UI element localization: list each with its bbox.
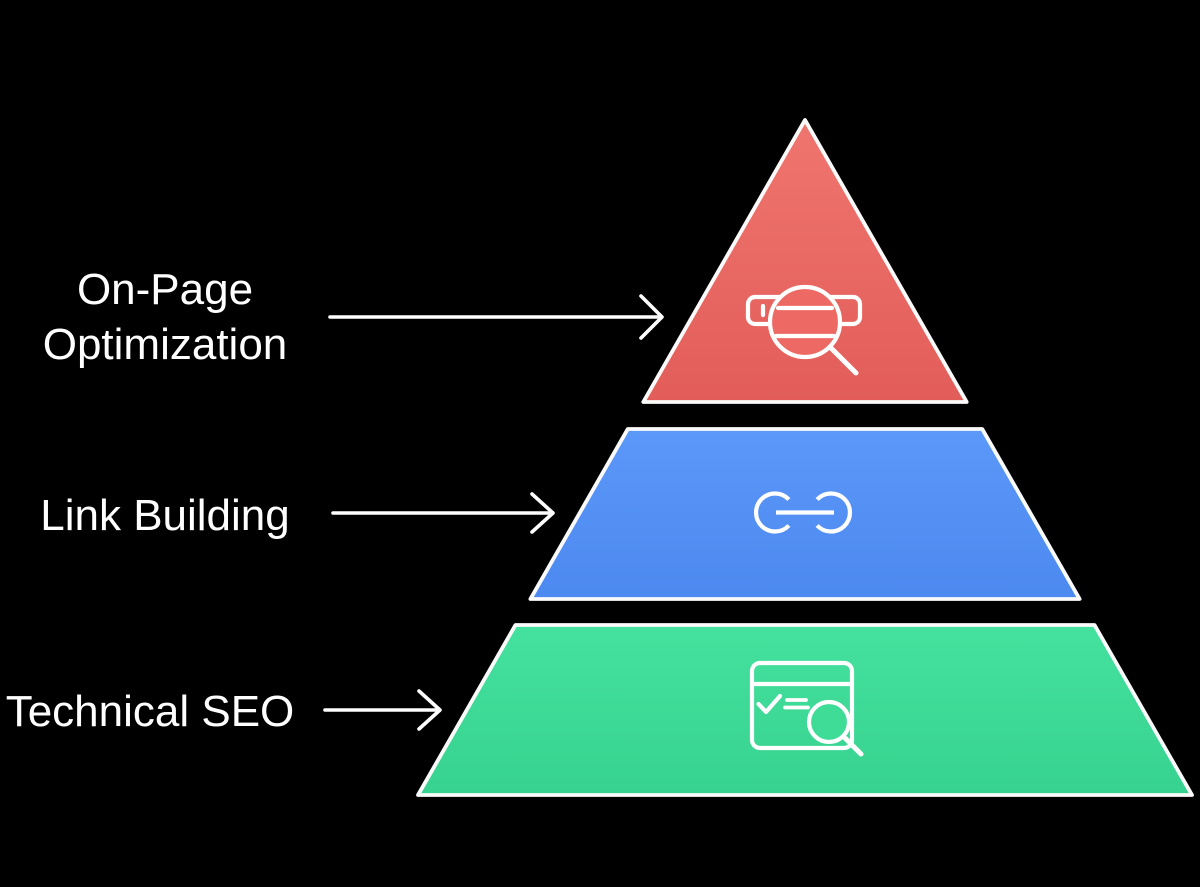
tier-technical-seo: [416, 623, 1194, 797]
label-technical-seo: Technical SEO: [0, 684, 300, 739]
link-icon: [754, 491, 852, 534]
label-on-page-optimization: On-Page Optimization: [0, 262, 330, 372]
arrow-on-page-optimization: [328, 294, 664, 340]
arrowhead-icon: [417, 689, 442, 731]
tier-on-page-optimization: [641, 118, 969, 404]
arrowhead-icon: [530, 492, 555, 534]
label-line-1: On-Page: [76, 265, 254, 314]
arrowhead-icon: [639, 294, 664, 340]
arrow-technical-seo: [323, 689, 442, 731]
label-link-building: Link Building: [0, 488, 330, 543]
label-line-1: Link Building: [40, 491, 290, 540]
label-line-1: Technical SEO: [5, 687, 295, 736]
tier-link-building: [528, 427, 1082, 601]
label-line-2: Optimization: [42, 320, 288, 369]
page-search-icon: [745, 284, 863, 376]
site-audit-icon: [749, 660, 864, 757]
tier-on-page-shape: [641, 118, 969, 404]
arrow-link-building: [331, 492, 555, 534]
tier-technical-seo-shape: [416, 623, 1194, 797]
